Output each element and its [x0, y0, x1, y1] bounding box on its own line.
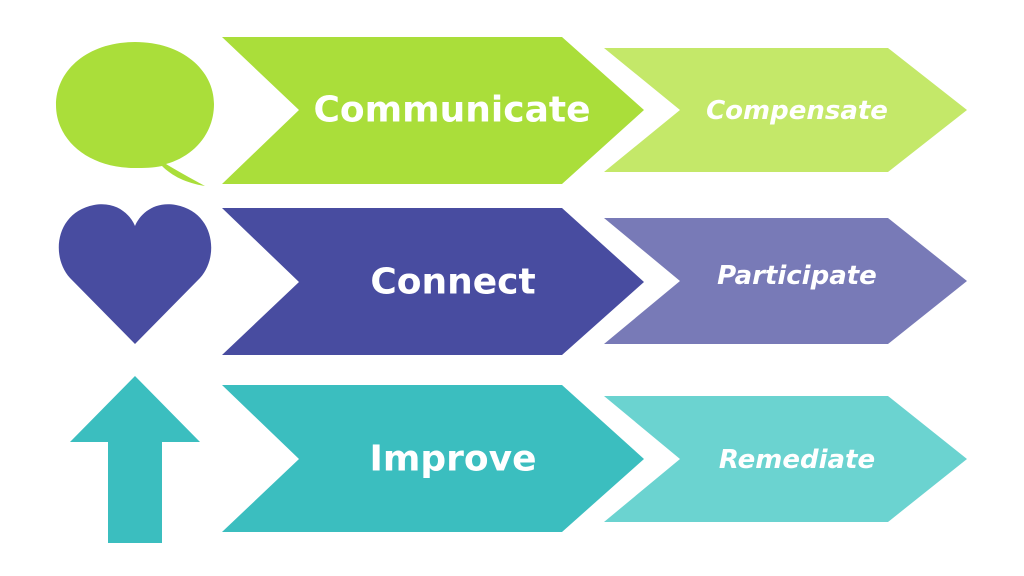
primary-chevron-communicate	[222, 37, 644, 184]
row-improve: Improve Remediate	[70, 376, 967, 543]
row-communicate: Communicate Compensate	[56, 37, 967, 186]
up-arrow-icon	[70, 376, 200, 543]
primary-label-communicate: Communicate	[313, 90, 590, 131]
secondary-label-remediate: Remediate	[719, 445, 875, 475]
primary-label-improve: Improve	[369, 439, 536, 480]
secondary-label-compensate: Compensate	[706, 96, 888, 126]
secondary-chevron-participate	[604, 218, 967, 344]
primary-chevron-connect	[222, 208, 644, 355]
primary-label-connect: Connect	[370, 262, 535, 303]
secondary-chevron-remediate	[604, 396, 967, 522]
row-connect: Connect Participate	[58, 204, 967, 355]
secondary-chevron-compensate	[604, 48, 967, 172]
speech-bubble-icon	[56, 42, 214, 186]
primary-chevron-improve	[222, 385, 644, 532]
heart-icon	[58, 204, 212, 344]
secondary-label-participate: Participate	[717, 261, 877, 291]
